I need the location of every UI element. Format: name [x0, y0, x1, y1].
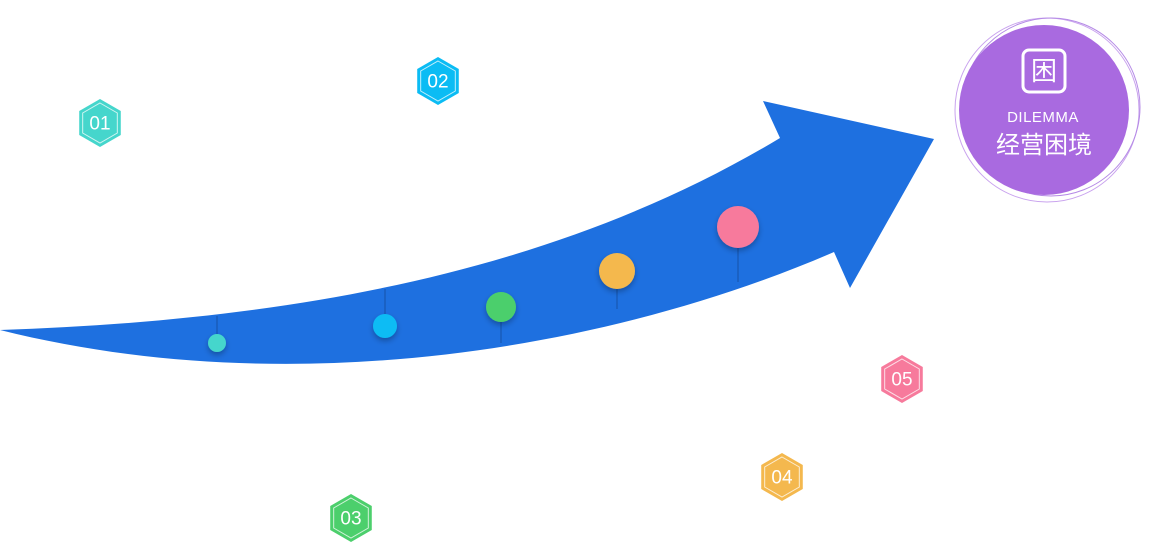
hex-inner-border-2 [420, 60, 456, 102]
hex-label-4: 04 [771, 468, 793, 489]
hex-label-2: 02 [427, 72, 448, 93]
badge-chinese-label: 经营困境 [996, 131, 1092, 159]
kun-character-glyph: 困 [1031, 57, 1057, 87]
hex-inner-border-3 [333, 497, 369, 539]
arrow-dot-3 [486, 292, 516, 322]
milestone-hex-5: 05 [881, 355, 923, 403]
hex-shape-5 [881, 355, 923, 403]
milestone-hex-2: 02 [417, 57, 459, 105]
hex-label-3: 03 [340, 509, 361, 530]
growth-arrow [0, 101, 934, 364]
arrow-dot-4 [599, 253, 635, 289]
hex-label-1: 01 [89, 114, 110, 135]
arrow-dot-5 [717, 206, 759, 248]
hex-label-5: 05 [891, 370, 912, 391]
arrow-dot-1 [208, 334, 226, 352]
arrow-dots [208, 206, 759, 352]
hex-inner-border-5 [884, 358, 920, 400]
milestone-hexagons: 01 02 03 04 05 [79, 57, 923, 542]
hex-inner-border-4 [764, 456, 800, 498]
arrow-dot-2 [373, 314, 397, 338]
kun-character-icon: 困 [1021, 48, 1067, 94]
hex-inner-border-1 [82, 102, 118, 144]
milestone-hex-1: 01 [79, 99, 121, 147]
hex-shape-1 [79, 99, 121, 147]
dilemma-badge: 困 DILEMMA 经营困境 [954, 17, 1141, 203]
hex-shape-4 [761, 453, 803, 501]
hex-shape-2 [417, 57, 459, 105]
milestone-hex-3: 03 [330, 494, 372, 542]
milestone-hex-4: 04 [761, 453, 803, 501]
hex-shape-3 [330, 494, 372, 542]
badge-english-label: DILEMMA [1007, 109, 1079, 126]
badge-circle [959, 25, 1129, 195]
